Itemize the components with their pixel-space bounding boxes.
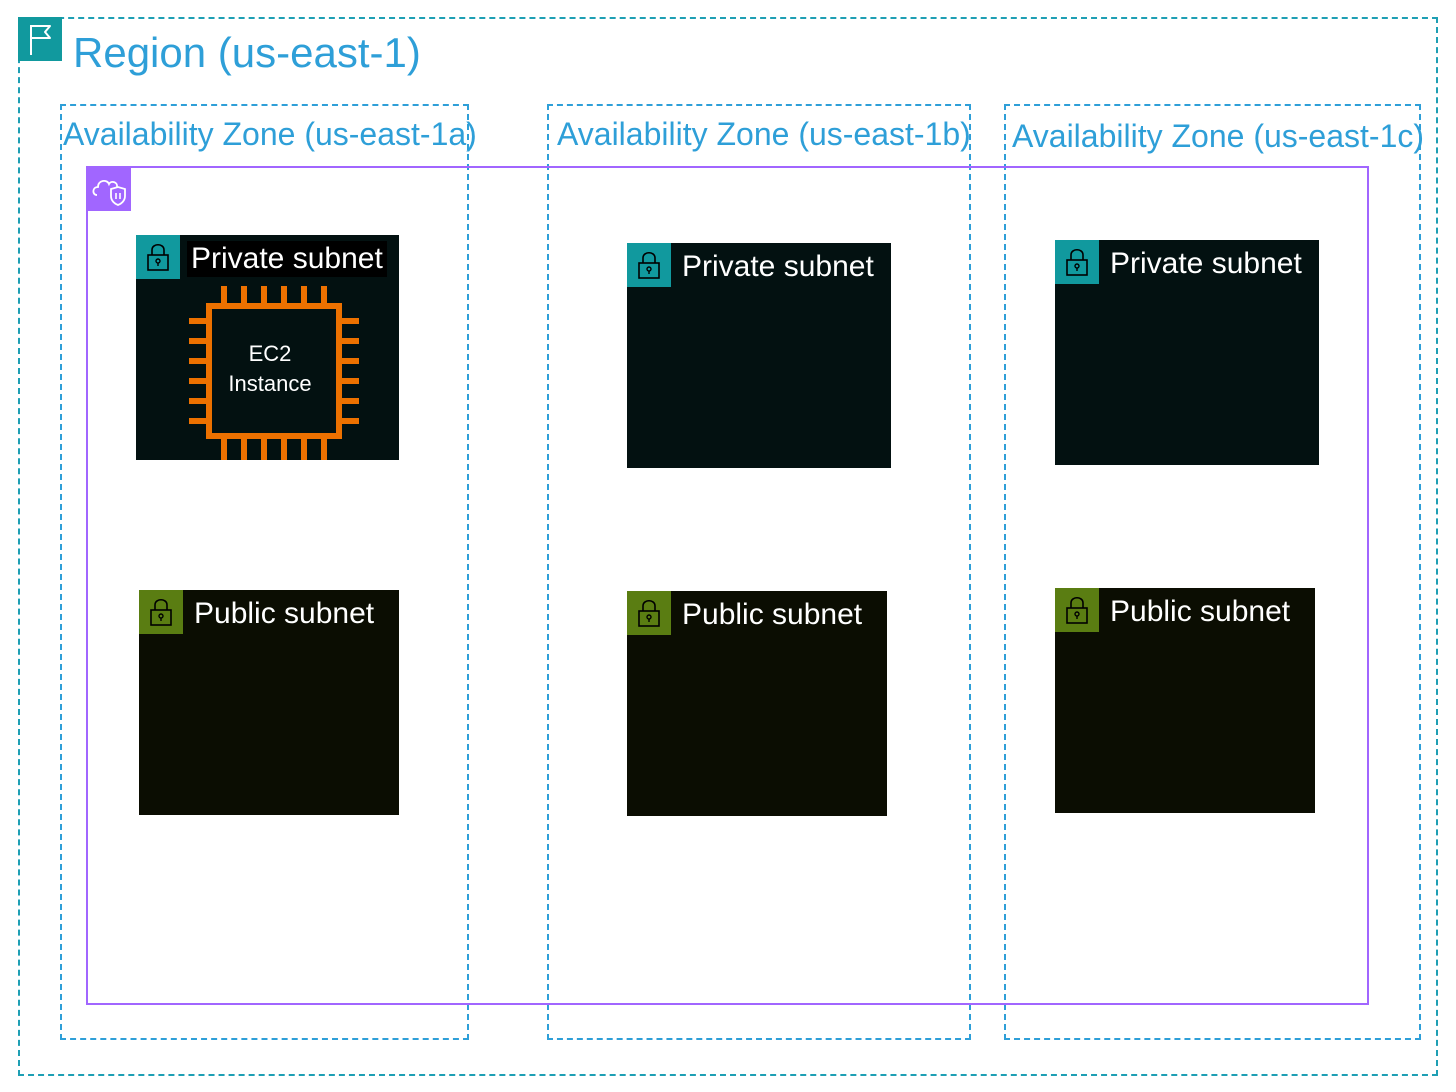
private-subnet-a: Private subnet EC2 Instance xyxy=(136,235,399,460)
lock-icon xyxy=(139,590,183,634)
lock-icon xyxy=(627,243,671,287)
private-subnet-c: Private subnet xyxy=(1055,240,1319,465)
public-subnet-b: Public subnet xyxy=(627,591,887,816)
subnet-label: Public subnet xyxy=(1110,595,1291,628)
lock-icon xyxy=(627,591,671,635)
lock-icon xyxy=(136,235,180,279)
availability-zone-b xyxy=(547,104,971,1040)
availability-zone-label: Availability Zone (us-east-1b) xyxy=(557,116,971,152)
availability-zone-label: Availability Zone (us-east-1c) xyxy=(1012,118,1425,154)
flag-icon xyxy=(18,17,62,61)
subnet-label: Public subnet xyxy=(682,598,863,631)
private-subnet-b: Private subnet xyxy=(627,243,891,468)
subnet-label: Private subnet xyxy=(682,250,874,283)
availability-zone-a xyxy=(60,104,469,1040)
vpc-cloud-shield-icon xyxy=(87,167,131,211)
subnet-label: Private subnet xyxy=(1110,247,1302,280)
subnet-label: Public subnet xyxy=(194,597,375,630)
lock-icon xyxy=(1055,240,1099,284)
chip-icon xyxy=(189,286,359,460)
availability-zone-c xyxy=(1004,104,1421,1040)
ec2-instance-label: EC2 Instance xyxy=(214,339,326,399)
ec2-label-line2: Instance xyxy=(228,371,312,396)
region-label: Region (us-east-1) xyxy=(73,29,421,76)
vpc-group xyxy=(86,166,1369,1005)
availability-zone-label: Availability Zone (us-east-1a) xyxy=(63,116,477,152)
lock-icon xyxy=(1055,588,1099,632)
ec2-label-line1: EC2 xyxy=(248,341,292,366)
subnet-label: Private subnet xyxy=(187,241,387,277)
public-subnet-a: Public subnet xyxy=(139,590,399,815)
region-group xyxy=(18,17,1438,1076)
public-subnet-c: Public subnet xyxy=(1055,588,1315,813)
